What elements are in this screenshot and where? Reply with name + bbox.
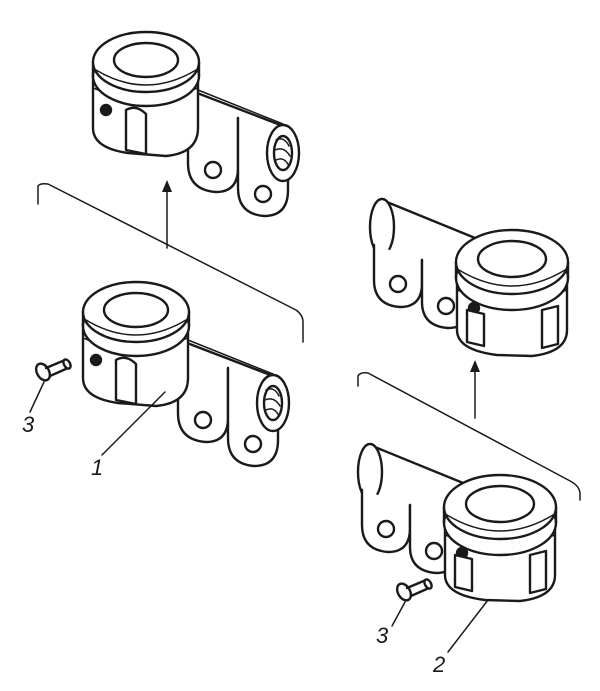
assembly-arrow-left [162, 180, 172, 249]
tie-rod-end-part-1 [81, 280, 291, 468]
label-screw-3-right: 3 [376, 623, 389, 648]
label-part-1: 1 [91, 455, 103, 480]
leader-line-part-1 [101, 391, 166, 456]
tie-rod-end-part-2 [356, 442, 558, 603]
label-screw-3-left: 3 [22, 412, 35, 437]
group-bracket-right [357, 372, 581, 501]
label-part-2: 2 [432, 652, 445, 677]
screw-part-3-right [393, 576, 435, 604]
leader-line-screw-left [29, 381, 45, 413]
screw-part-3-left [32, 356, 74, 384]
assembled-tie-rod-top-left [91, 30, 301, 218]
group-bracket-left [37, 183, 304, 343]
leader-line-screw-right [391, 601, 406, 627]
leader-line-part-2 [447, 599, 489, 653]
assembly-arrow-right [470, 360, 480, 419]
assembled-tie-rod-top-right [368, 197, 570, 358]
